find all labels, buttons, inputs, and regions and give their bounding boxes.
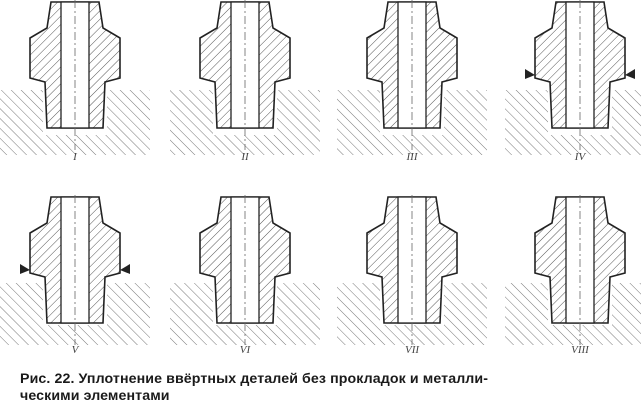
fitting-figure-7: VII — [337, 195, 487, 356]
figure-label: V — [72, 344, 80, 356]
fitting-figure-1: I — [0, 0, 150, 163]
caption-line-1: Рис. 22. Уплотнение ввёртных деталей без… — [20, 371, 489, 387]
metal-seal-ring — [20, 264, 30, 274]
fitting-figure-3: III — [337, 0, 487, 163]
figure-label: VII — [405, 344, 420, 356]
caption-line-2: ческими элементами — [20, 388, 170, 404]
fitting-figure-2: II — [170, 0, 320, 163]
figure-label: III — [406, 151, 419, 163]
figure-label: VIII — [571, 344, 590, 356]
fitting-figure-5: V — [0, 195, 150, 356]
metal-seal-ring — [625, 69, 635, 79]
figure-label: I — [72, 151, 78, 163]
figure-label: IV — [574, 151, 587, 163]
fitting-figure-4: IV — [505, 0, 641, 163]
fitting-figure-6: VI — [170, 195, 320, 356]
metal-seal-ring — [525, 69, 535, 79]
fitting-figure-8: VIII — [505, 195, 641, 356]
figure-label: VI — [240, 344, 252, 356]
metal-seal-ring — [120, 264, 130, 274]
figure-label: II — [240, 151, 250, 163]
figure-caption: Рис. 22. Уплотнение ввёртных деталей без… — [20, 371, 488, 405]
